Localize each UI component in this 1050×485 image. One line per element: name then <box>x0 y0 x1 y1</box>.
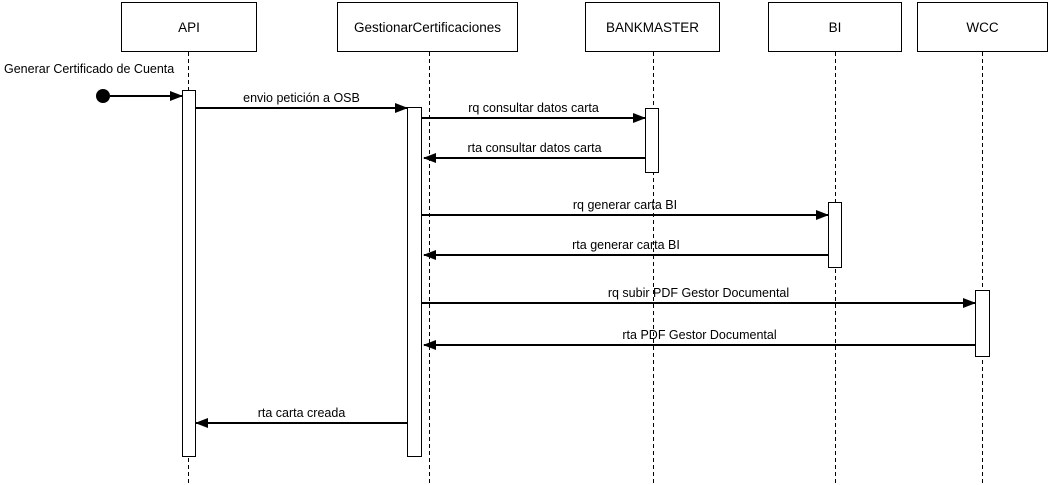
start-label: Generar Certificado de Cuenta <box>4 62 175 76</box>
message-line <box>422 117 645 119</box>
message-label: rq consultar datos carta <box>468 101 599 115</box>
arrowhead-left-icon <box>423 153 436 163</box>
lifeline-wcc <box>981 52 983 485</box>
actor-box-bankmaster: BANKMASTER <box>585 2 720 52</box>
arrowhead-right-icon <box>395 103 408 113</box>
lifeline-bankmaster <box>652 52 654 485</box>
actor-box-wcc: WCC <box>917 2 1048 52</box>
arrowhead-right-icon <box>816 210 829 220</box>
message-label: rq subir PDF Gestor Documental <box>607 286 790 300</box>
arrowhead-left-icon <box>195 418 208 428</box>
activation-bar-bankmaster <box>645 108 659 173</box>
message-line <box>424 157 645 159</box>
lifeline-gestionar-certificaciones <box>429 52 431 485</box>
message-label: rta generar carta BI <box>572 238 680 252</box>
actor-box-bi: BI <box>768 2 902 52</box>
message-line <box>424 344 975 346</box>
message-label: rq generar carta BI <box>572 198 678 212</box>
arrowhead-right-icon <box>170 91 183 101</box>
activation-bar-gestionar-certificaciones <box>407 107 422 457</box>
message-label: envio petición a OSB <box>243 91 360 105</box>
actor-label-bi: BI <box>828 19 842 35</box>
message-line <box>422 214 828 216</box>
actor-label-api: API <box>178 19 200 35</box>
activation-bar-bi <box>828 202 842 268</box>
actor-box-gestionar-certificaciones: GestionarCertificaciones <box>337 2 518 52</box>
arrowhead-left-icon <box>423 250 436 260</box>
activation-bar-wcc <box>975 290 990 357</box>
message-label: rta carta creada <box>257 406 346 420</box>
message-line <box>422 302 975 304</box>
arrowhead-right-icon <box>963 298 976 308</box>
message-line <box>424 254 828 256</box>
start-circle-icon <box>96 89 110 103</box>
message-line <box>110 95 182 97</box>
activation-bar-api <box>182 90 196 457</box>
arrowhead-left-icon <box>423 340 436 350</box>
lifeline-bi <box>834 52 836 485</box>
message-line <box>196 107 407 109</box>
message-line <box>196 422 407 424</box>
message-label: rta PDF Gestor Documental <box>622 328 777 342</box>
arrowhead-right-icon <box>633 113 646 123</box>
actor-label-wcc: WCC <box>966 19 999 35</box>
actor-label-gestionar-certificaciones: GestionarCertificaciones <box>353 19 502 35</box>
message-label: rta consultar datos carta <box>467 141 602 155</box>
actor-label-bankmaster: BANKMASTER <box>605 19 700 35</box>
actor-box-api: API <box>121 2 257 52</box>
